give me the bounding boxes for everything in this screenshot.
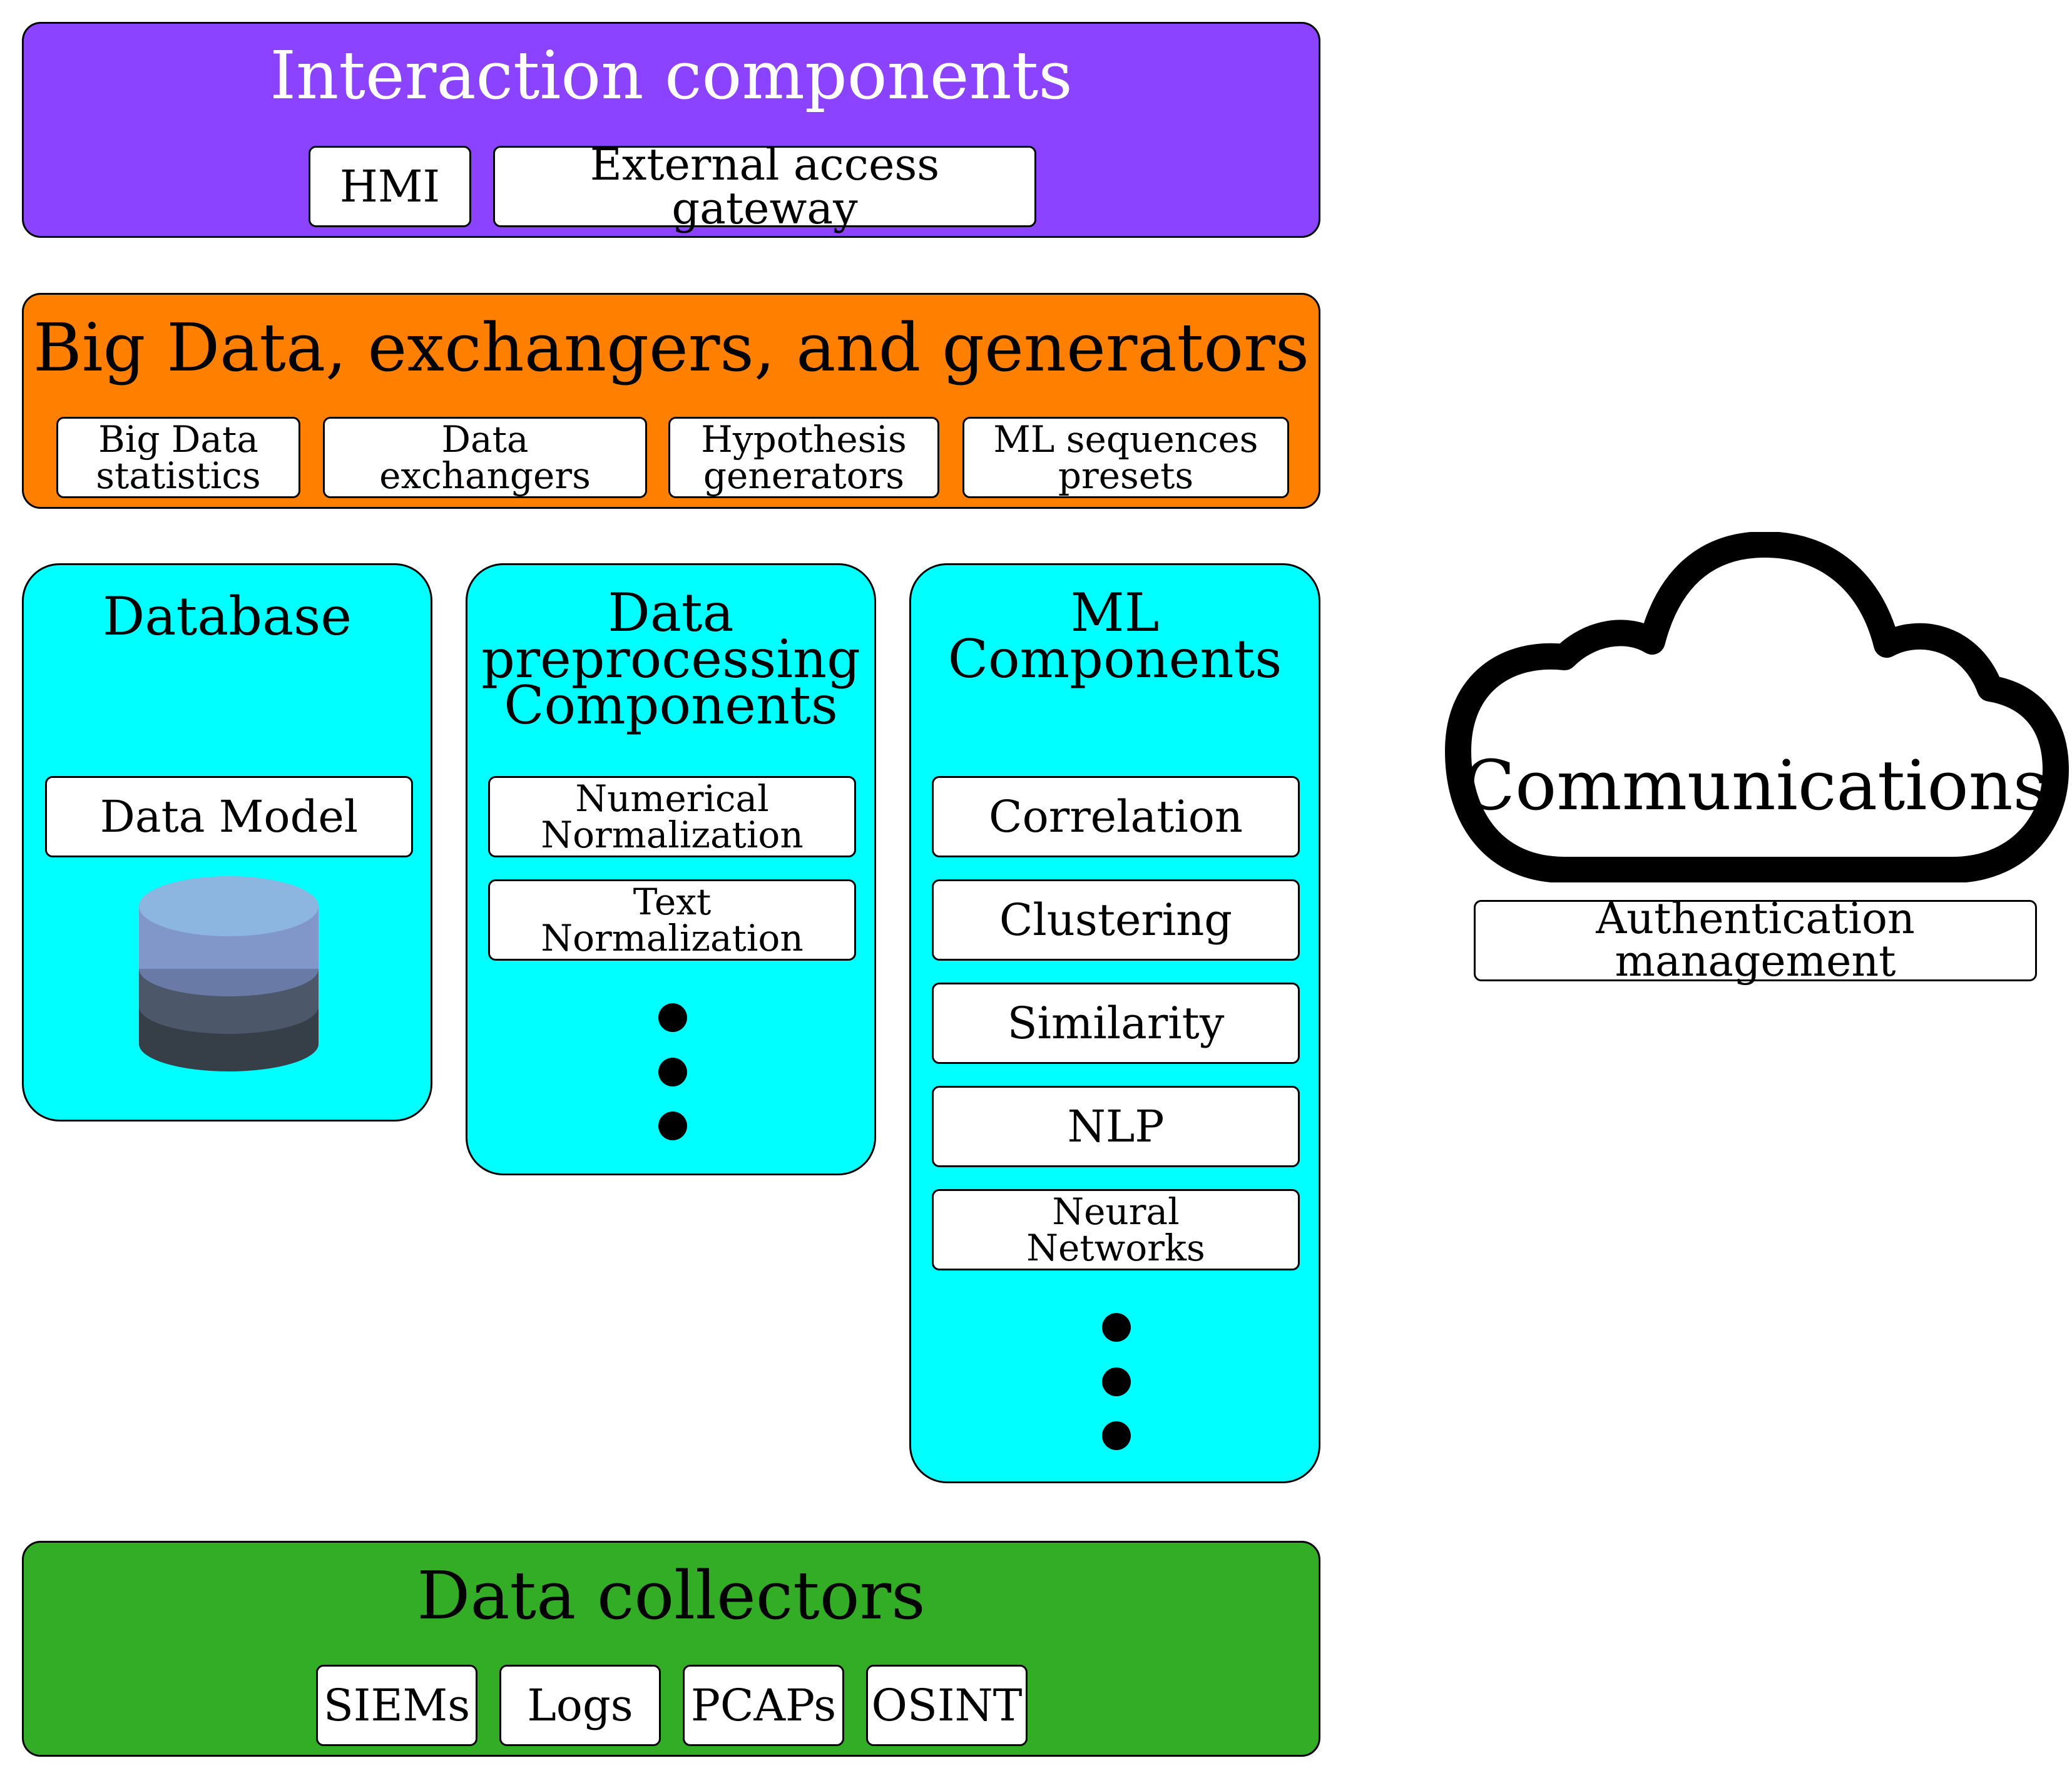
ellipsis-dot [658,1058,687,1086]
similarity-box: Similarity [932,983,1300,1064]
database-panel: Database Data Model [22,563,432,1122]
ml-components-title-line-2: Components [947,628,1282,690]
data-exchangers-line-2: exchangers [379,454,591,497]
text-normalization-line-2: Normalization [541,917,804,959]
correlation-box: Correlation [932,776,1300,857]
ml-sequences-presets-line-1: ML sequences [993,418,1258,461]
hypothesis-generators-box: Hypothesis generators [668,417,939,498]
external-access-gateway-box: External access gateway [493,143,1036,230]
ellipsis-dot [1102,1421,1131,1450]
big-data-panel: Big Data, exchangers, and generators Big… [22,293,1320,509]
ellipsis-dot [658,1111,687,1140]
ellipsis-dot [1102,1313,1131,1342]
hypothesis-generators-line-1: Hypothesis [701,418,907,461]
database-cylinder-icon [139,876,319,1071]
data-collectors-title: Data collectors [417,1557,926,1634]
ml-components-title-line-1: ML [1070,582,1160,643]
communications-title: Communications [1462,745,2048,825]
data-exchangers-line-1: Data [441,418,529,461]
clustering-box: Clustering [932,879,1300,961]
ellipsis-dot [1102,1367,1131,1396]
neural-networks-line-2: Networks [1026,1227,1205,1269]
hypothesis-generators-line-2: generators [703,454,905,497]
ml-sequences-presets-box: ML sequences presets [962,417,1289,498]
data-preprocessing-title-line-3: Components [504,674,838,736]
big-data-statistics-line-1: Big Data [98,418,258,461]
logs-box: Logs [499,1665,661,1746]
nlp-box: NLP [932,1086,1300,1167]
data-collectors-panel: Data collectors SIEMs Logs PCAPs OSINT [22,1541,1320,1757]
interaction-components-panel: Interaction components HMI External acce… [22,22,1320,238]
ml-components-panel: ML Components Correlation Clustering Sim… [909,563,1320,1483]
ml-components-title: ML Components [911,582,1319,690]
numerical-normalization-line-2: Normalization [541,814,804,856]
interaction-components-title: Interaction components [270,37,1073,114]
authentication-management-box: Authentication management [1474,898,2037,983]
numerical-normalization-box: Numerical Normalization [488,776,856,857]
big-data-statistics-box: Big Data statistics [56,417,300,498]
data-preprocessing-title-line-1: Data [608,582,734,643]
neural-networks-line-1: Neural [1052,1190,1180,1233]
pcaps-box: PCAPs [683,1665,844,1746]
numerical-normalization-line-1: Numerical [575,777,769,820]
ml-sequences-presets-line-2: presets [1058,454,1194,497]
data-preprocessing-panel: Data preprocessing Components Numerical … [466,563,876,1175]
database-title: Database [103,586,352,647]
data-model-box: Data Model [45,776,413,857]
siems-box: SIEMs [316,1665,477,1746]
big-data-title: Big Data, exchangers, and generators [33,309,1310,386]
data-preprocessing-title-line-2: preprocessing [481,628,860,690]
text-normalization-box: Text Normalization [488,879,856,961]
osint-box: OSINT [866,1665,1028,1746]
cloud-icon [1445,532,2069,882]
hmi-box: HMI [309,146,471,227]
neural-networks-box: Neural Networks [932,1189,1300,1270]
data-exchangers-box: Data exchangers [323,417,647,498]
big-data-statistics-line-2: statistics [96,454,261,497]
data-preprocessing-title: Data preprocessing Components [467,582,874,736]
ellipsis-dot [658,1003,687,1032]
text-normalization-line-1: Text [633,881,712,923]
